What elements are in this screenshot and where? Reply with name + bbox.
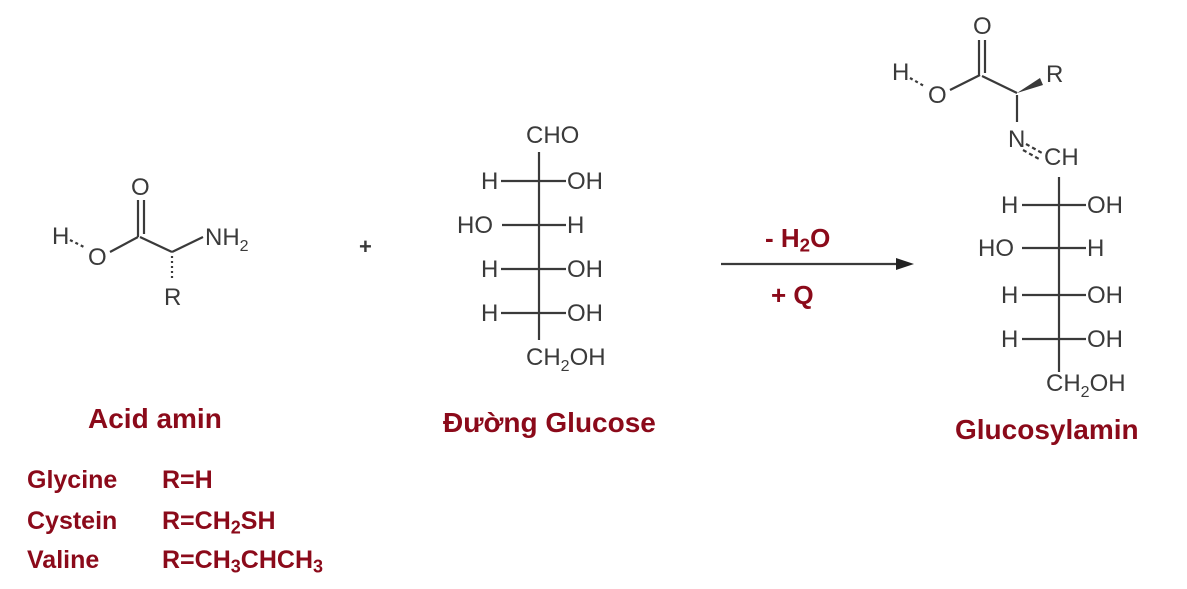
- atom-ch2oh: CH2OH: [526, 344, 606, 375]
- arrow-condition-below: + Q: [771, 280, 814, 310]
- atom-ch: CH: [1044, 144, 1079, 171]
- atom-o-carbonyl: O: [131, 174, 150, 201]
- reaction-arrow: [721, 258, 914, 270]
- p-row4-right: OH: [1087, 326, 1123, 353]
- atom-h: H: [52, 223, 69, 250]
- arrow-condition-above: - H2O: [765, 223, 831, 256]
- p-row2-left: HO: [978, 235, 1014, 262]
- row2-right: H: [567, 212, 584, 239]
- row3-left: H: [481, 256, 498, 283]
- p-row3-left: H: [1001, 282, 1018, 309]
- product-name: Glucosylamin: [955, 414, 1139, 445]
- atom-ch2oh: CH2OH: [1046, 370, 1126, 401]
- glucose-structure: CHO H OH HO H H OH H OH CH2OH: [457, 122, 606, 375]
- glucosylamin-structure: H O O R N CH H OH HO H H OH: [892, 13, 1126, 401]
- p-row1-right: OH: [1087, 192, 1123, 219]
- atom-r: R: [1046, 61, 1063, 88]
- atom-o-hydroxyl: O: [88, 244, 107, 271]
- p-row3-right: OH: [1087, 282, 1123, 309]
- row3-right: OH: [567, 256, 603, 283]
- atom-o-hydroxyl: O: [928, 82, 947, 109]
- atom-n: N: [1008, 126, 1025, 153]
- p-row4-left: H: [1001, 326, 1018, 353]
- atom-cho: CHO: [526, 122, 579, 149]
- p-row2-right: H: [1087, 235, 1104, 262]
- amino-acid-structure: H O O NH2 R: [52, 174, 249, 311]
- row1-right: OH: [567, 168, 603, 195]
- atom-r: R: [164, 284, 181, 311]
- reactant1-name: Acid amin: [88, 403, 222, 434]
- atom-nh2: NH2: [205, 224, 249, 255]
- row1-left: H: [481, 168, 498, 195]
- reactant2-name: Đường Glucose: [443, 407, 656, 438]
- row4-left: H: [481, 300, 498, 327]
- p-row1-left: H: [1001, 192, 1018, 219]
- atom-h: H: [892, 59, 909, 86]
- atom-o-carbonyl: O: [973, 13, 992, 40]
- row4-right: OH: [567, 300, 603, 327]
- row2-left: HO: [457, 212, 493, 239]
- plus-sign: +: [359, 234, 372, 259]
